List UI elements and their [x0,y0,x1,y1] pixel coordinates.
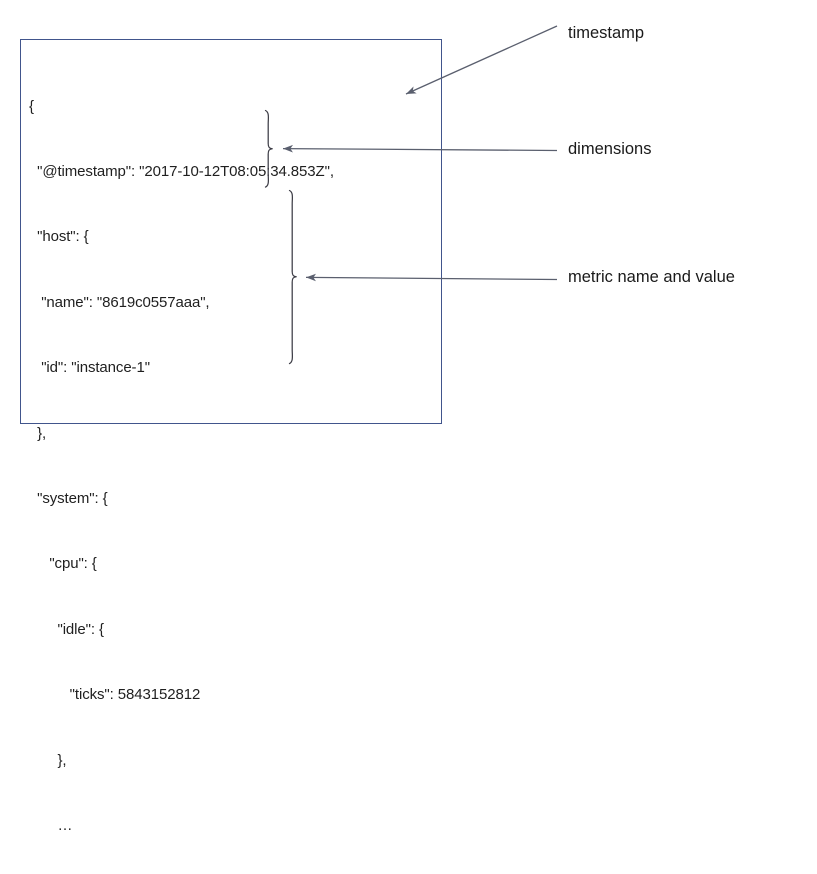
json-line-ellipsis: … [29,816,73,834]
json-line-timestamp: "@timestamp": "2017-10-12T08:05:34.853Z"… [29,162,334,180]
json-line-host-close: }, [29,424,47,442]
json-code-block: { "@timestamp": "2017-10-12T08:05:34.853… [29,52,334,874]
json-line-system-open: "system": { [29,489,108,507]
json-line-idle-open: "idle": { [29,620,104,638]
annotation-label-metric: metric name and value [568,268,735,286]
json-line: { [29,97,34,115]
json-line-ticks: "ticks": 5843152812 [29,686,201,704]
json-line-host-name: "name": "8619c0557aaa", [29,293,210,311]
json-line-idle-close: }, [29,751,67,769]
json-document-box: { "@timestamp": "2017-10-12T08:05:34.853… [20,39,442,834]
annotation-label-timestamp: timestamp [568,24,645,42]
json-line-host-id: "id": "instance-1" [29,359,150,377]
json-line-host-open: "host": { [29,228,89,246]
json-line-cpu-open: "cpu": { [29,555,97,573]
annotation-label-dimensions: dimensions [568,140,652,158]
